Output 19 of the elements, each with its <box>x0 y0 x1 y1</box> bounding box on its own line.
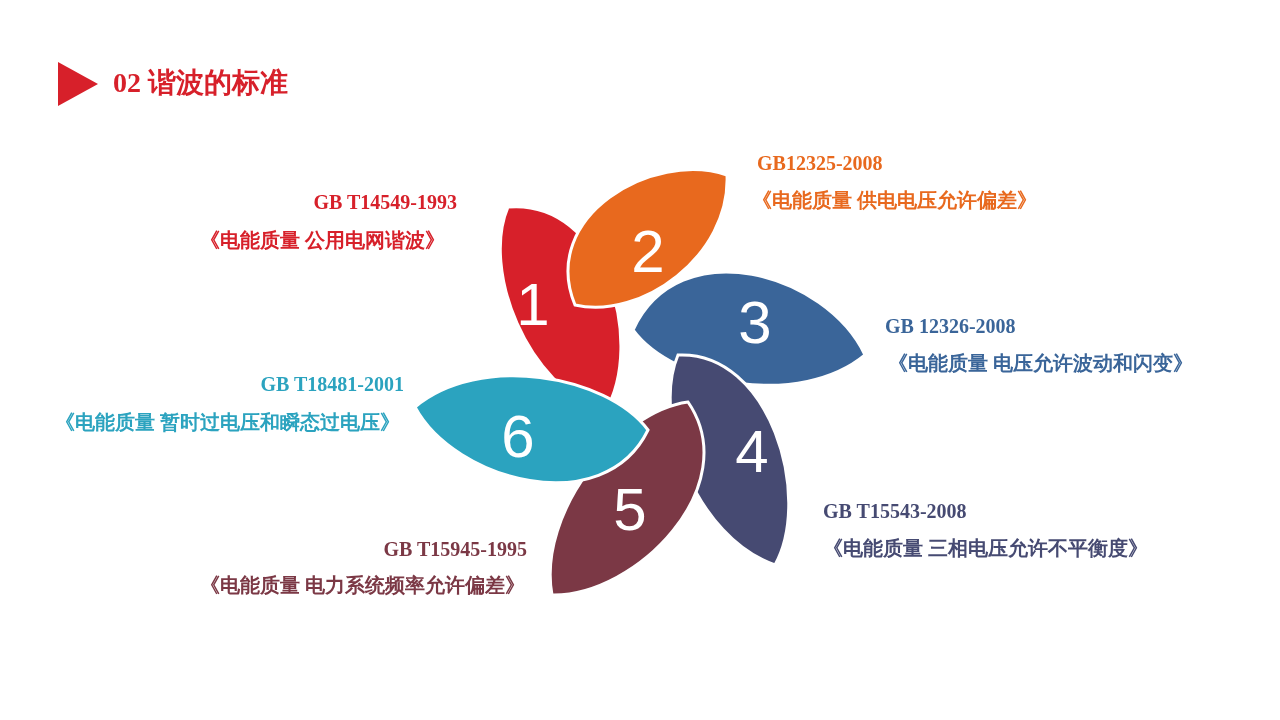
standard-title: 《电能质量 暂时过电压和瞬态过电压》 <box>55 410 400 434</box>
petal-number: 5 <box>613 480 647 540</box>
standard-title: 《电能质量 电压允许波动和闪变》 <box>888 351 1193 375</box>
standard-code: GB T15945-1995 <box>383 537 527 561</box>
standard-title: 《电能质量 公用电网谐波》 <box>200 228 445 252</box>
standard-code: GB T14549-1993 <box>313 190 457 214</box>
standard-code: GB 12326-2008 <box>885 314 1016 338</box>
petal-number: 6 <box>501 407 535 467</box>
petal-number: 4 <box>735 422 769 482</box>
standard-title: 《电能质量 供电电压允许偏差》 <box>752 188 1037 212</box>
standard-title: 《电能质量 三相电压允许不平衡度》 <box>823 536 1148 560</box>
page-title: 02 谐波的标准 <box>113 66 288 100</box>
standard-title: 《电能质量 电力系统频率允许偏差》 <box>200 573 525 597</box>
petal-number: 1 <box>516 275 550 335</box>
standard-code: GB T15543-2008 <box>823 499 967 523</box>
petal-number: 3 <box>738 293 772 353</box>
petal-number: 2 <box>631 222 665 282</box>
standard-code: GB T18481-2001 <box>260 372 404 396</box>
standard-code: GB12325-2008 <box>757 151 883 175</box>
